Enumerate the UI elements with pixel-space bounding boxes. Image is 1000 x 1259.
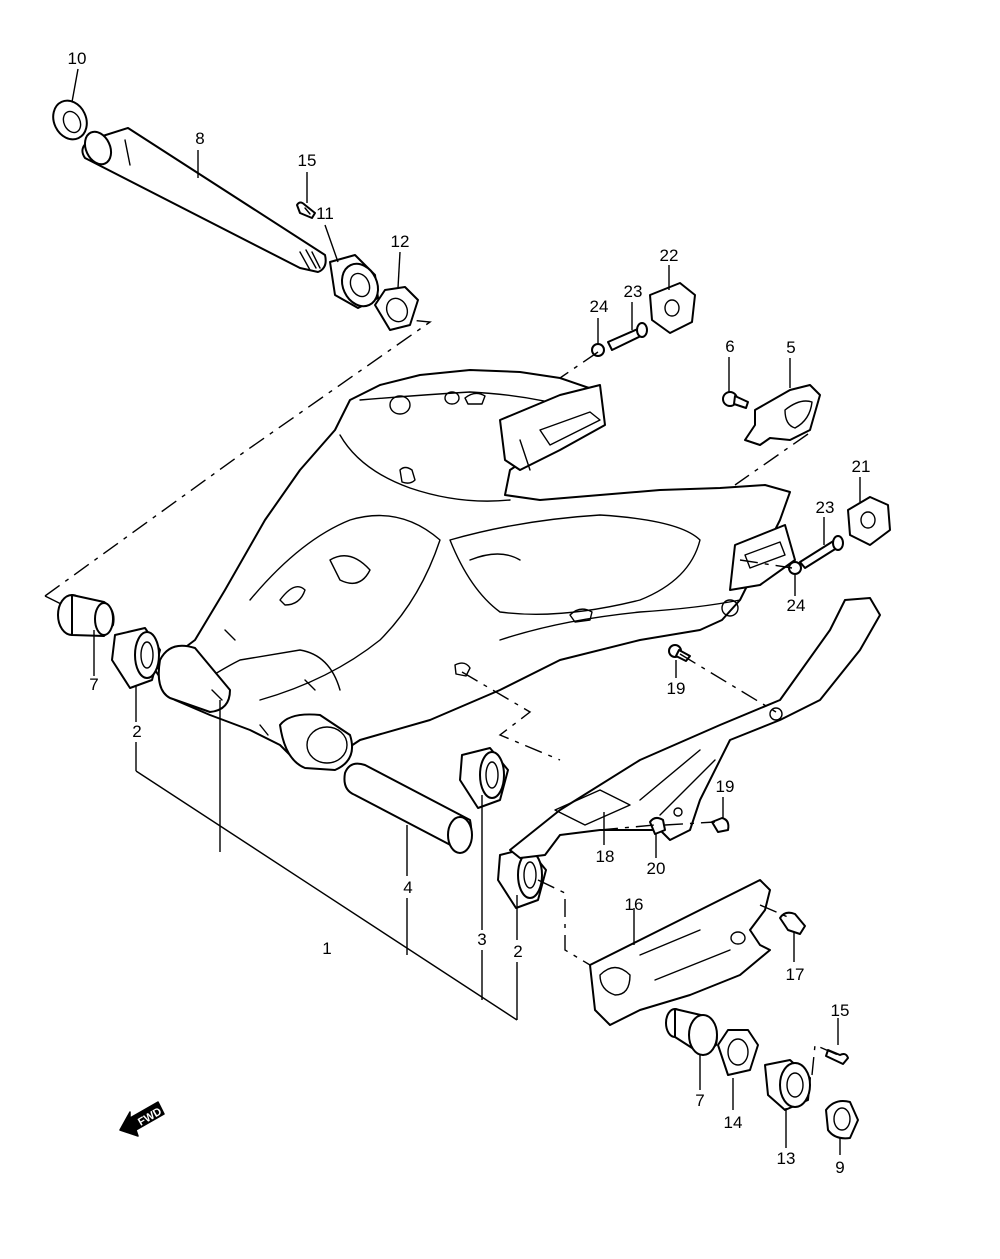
part-16-chain-buffer [589, 879, 771, 1026]
part-23-bolt-right [799, 535, 844, 569]
part-11-adjuster [329, 254, 379, 309]
callout-12: 12 [391, 232, 410, 251]
callout-23-right: 23 [816, 498, 835, 517]
callout-24-top: 24 [590, 297, 609, 316]
callout-13: 13 [777, 1149, 796, 1168]
callout-14: 14 [724, 1113, 743, 1132]
part-2-bearing-right [497, 847, 547, 909]
callout-labels: 10 8 15 11 12 22 24 23 6 5 21 23 24 7 19… [68, 49, 871, 1177]
part-7-collar-left [57, 594, 115, 637]
part-12-lock-nut [374, 286, 419, 331]
part-20-bolt [649, 816, 666, 835]
part-19-bolt-lower [711, 817, 730, 833]
part-17-bolt [779, 911, 806, 935]
callout-24-right: 24 [787, 596, 806, 615]
part-13-adjuster [764, 1059, 811, 1111]
callout-19-lower: 19 [716, 777, 735, 796]
part-3-bearing [459, 747, 509, 809]
part-10-nut [52, 99, 88, 141]
callout-15-right: 15 [831, 1001, 850, 1020]
callout-17: 17 [786, 965, 805, 984]
callout-11: 11 [316, 204, 334, 223]
callout-10: 10 [68, 49, 87, 68]
part-21-block [847, 496, 891, 546]
part-2-bearing-left [111, 627, 161, 689]
callout-2-right: 2 [513, 942, 522, 961]
callout-4: 4 [403, 878, 412, 897]
fwd-label: FWD [136, 1106, 164, 1129]
pivot-shaft [81, 127, 327, 273]
part-14-nut [717, 1029, 759, 1076]
callout-5: 5 [786, 338, 795, 357]
callout-23-top: 23 [624, 282, 643, 301]
callout-22: 22 [660, 246, 679, 265]
callout-18: 18 [596, 847, 615, 866]
leader-lines [71, 68, 861, 1155]
callout-2-left: 2 [132, 722, 141, 741]
callout-8: 8 [195, 129, 204, 148]
part-15-screw-top [296, 201, 316, 219]
swingarm-body [154, 369, 796, 771]
callout-7-right: 7 [695, 1091, 704, 1110]
callout-6: 6 [725, 337, 734, 356]
part-9-nut [825, 1100, 859, 1140]
callout-20: 20 [647, 859, 666, 878]
part-22-block [649, 282, 696, 334]
callout-21: 21 [852, 457, 871, 476]
part-6-screw [722, 391, 749, 409]
part-4-spacer [343, 762, 473, 854]
part-5-bracket [744, 384, 821, 446]
callout-1: 1 [322, 939, 331, 958]
callout-3: 3 [477, 930, 486, 949]
callout-9: 9 [835, 1158, 844, 1177]
callout-16: 16 [625, 895, 644, 914]
callout-15-top: 15 [298, 151, 317, 170]
part-23-bolt-top [607, 322, 648, 351]
callout-7-left: 7 [89, 675, 98, 694]
fwd-arrow-icon: FWD [119, 1101, 165, 1137]
assembly-lines [44, 319, 839, 1076]
part-7-collar-right [665, 1008, 718, 1056]
part-18-chain-guard [509, 597, 881, 859]
callout-19-upper: 19 [667, 679, 686, 698]
part-15-screw-right [825, 1049, 849, 1065]
